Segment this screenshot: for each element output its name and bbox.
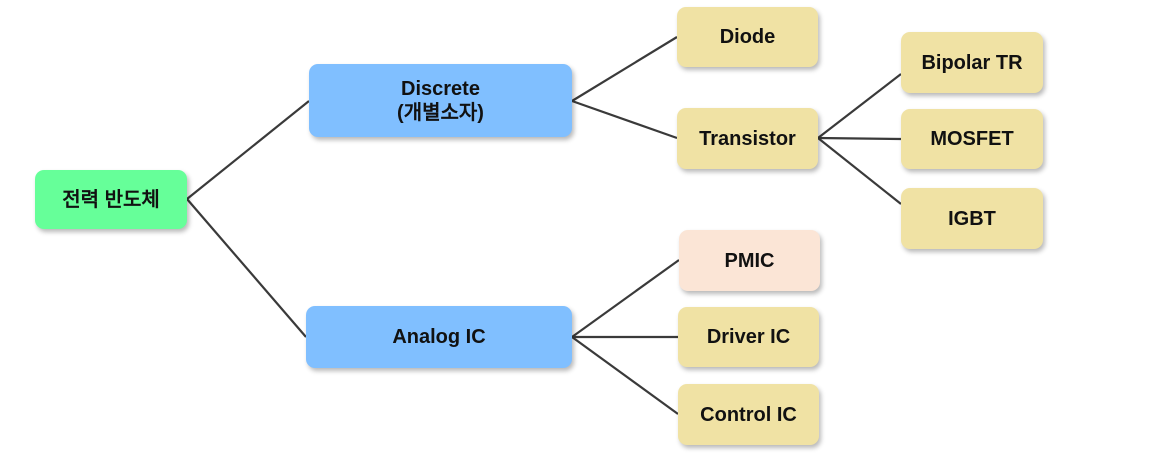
connector-analog-control <box>571 336 679 415</box>
node-discrete-sublabel: (개별소자) <box>397 101 484 124</box>
node-transistor: Transistor <box>677 108 818 169</box>
node-bipolar-tr-label: Bipolar TR <box>921 51 1023 74</box>
connector-discrete-transistor <box>571 99 678 140</box>
connector-transistor-igbt <box>817 137 902 205</box>
connector-root-analog <box>186 198 307 338</box>
node-pmic-label: PMIC <box>724 249 775 272</box>
node-igbt-label: IGBT <box>948 207 996 230</box>
node-power-semiconductor: 전력 반도체 <box>35 170 187 229</box>
node-control-ic: Control IC <box>678 384 819 445</box>
connector-discrete-diode <box>571 36 678 102</box>
connector-analog-pmic <box>571 259 680 338</box>
connector-transistor-bipolar <box>817 73 902 139</box>
node-power-semiconductor-label: 전력 반도체 <box>62 188 160 211</box>
node-mosfet-label: MOSFET <box>930 128 1014 150</box>
node-control-ic-label: Control IC <box>700 403 797 426</box>
connector-transistor-mosfet <box>817 136 902 141</box>
node-transistor-label: Transistor <box>699 127 796 150</box>
node-analog-ic-label: Analog IC <box>392 326 486 348</box>
node-mosfet: MOSFET <box>901 109 1043 169</box>
node-driver-ic: Driver IC <box>678 307 819 367</box>
node-diode: Diode <box>677 7 818 67</box>
connector-root-discrete <box>186 100 310 200</box>
node-bipolar-tr: Bipolar TR <box>901 32 1043 93</box>
node-driver-ic-label: Driver IC <box>706 326 791 348</box>
node-diode-label: Diode <box>719 26 776 48</box>
node-analog-ic: Analog IC <box>306 306 572 368</box>
node-pmic: PMIC <box>679 230 820 291</box>
node-discrete-label: Discrete <box>401 77 480 100</box>
node-igbt: IGBT <box>901 188 1043 249</box>
node-discrete: Discrete (개별소자) <box>309 64 572 137</box>
